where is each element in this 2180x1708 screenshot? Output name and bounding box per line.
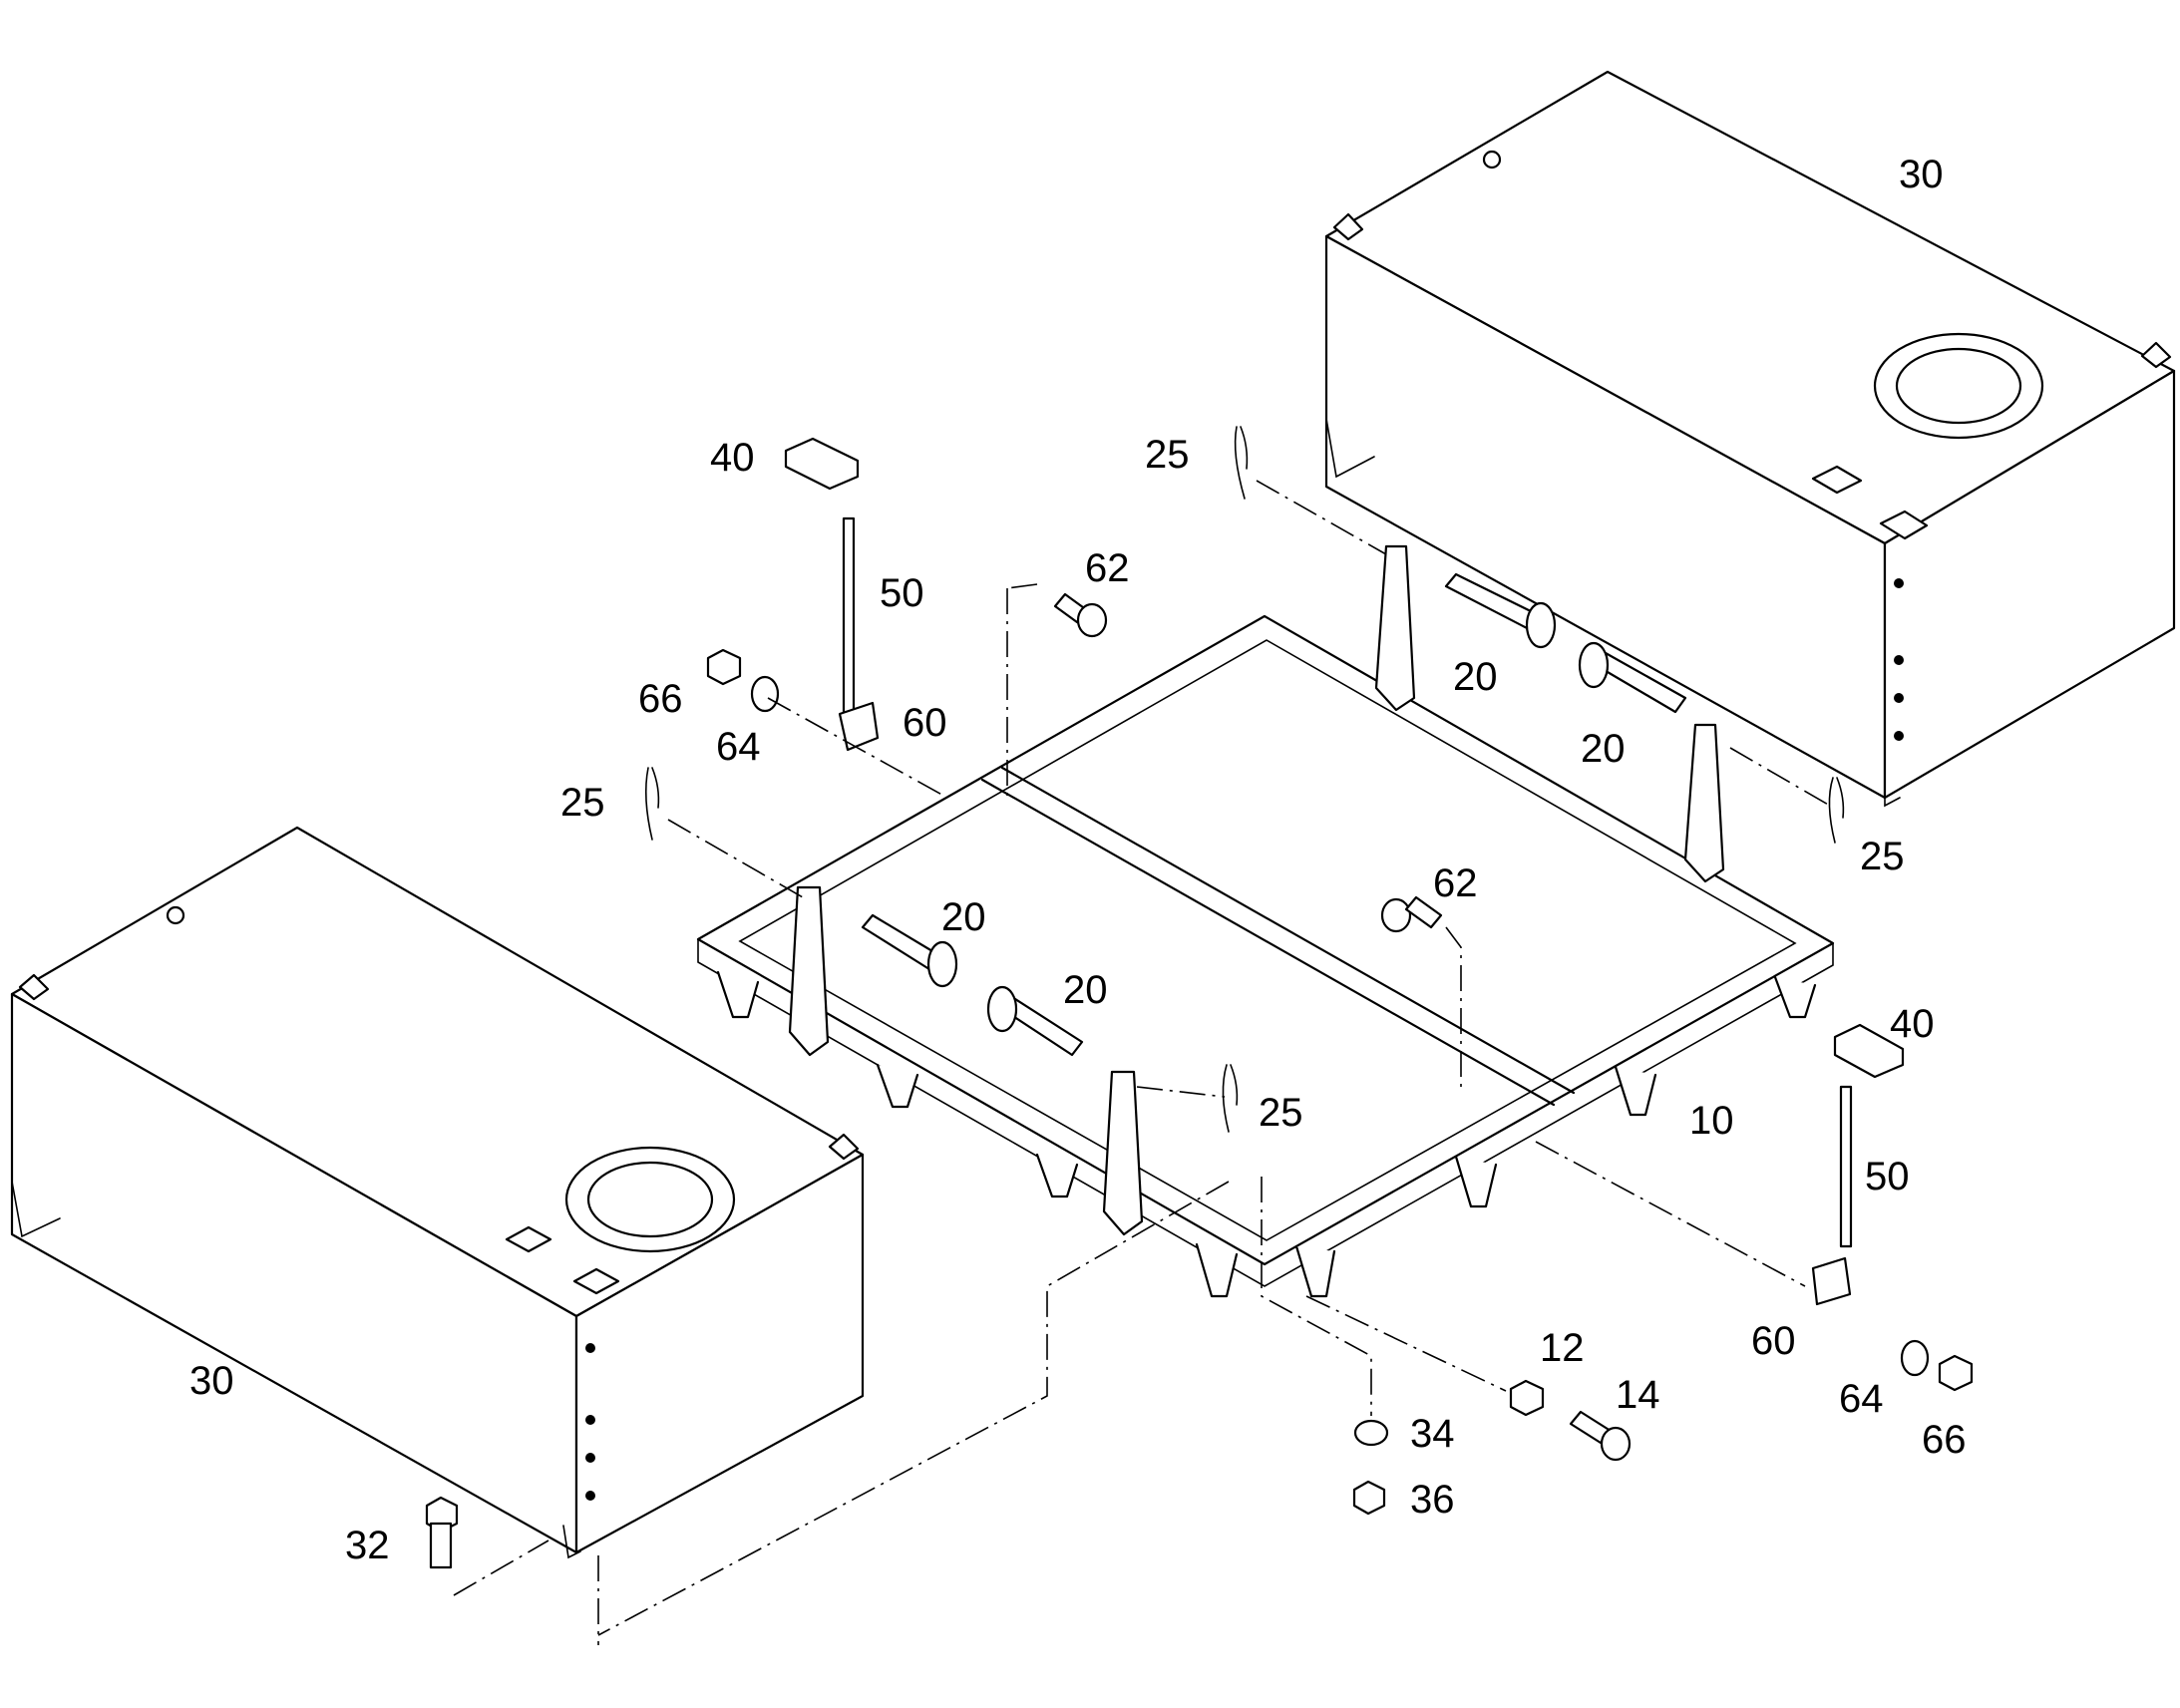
callout-clamp-l: 60: [903, 701, 947, 745]
washer-34: [1353, 1419, 1389, 1447]
callout-cotter-l-r: 25: [1259, 1091, 1303, 1135]
tank-left: [10, 826, 865, 1559]
pin-tr-b: [1578, 641, 1687, 714]
clamp-left: [838, 701, 880, 752]
rod-left: [842, 516, 856, 715]
callout-frame: 10: [1689, 1099, 1734, 1143]
callout-nut-l: 66: [638, 677, 683, 721]
base-frame: [696, 544, 1835, 1298]
washer-64-left: [750, 675, 780, 713]
pin-l-b: [986, 985, 1084, 1057]
callout-bolt-32: 32: [345, 1524, 390, 1567]
callouts: 30 30 10 20 20 20 20 25 25 25 25 40 40 5…: [189, 153, 1967, 1567]
nut-12: [1509, 1379, 1545, 1417]
washer-64-right: [1900, 1339, 1930, 1377]
callout-nut-12: 12: [1540, 1326, 1585, 1370]
callout-washer-l: 64: [716, 725, 761, 769]
callout-bolt-top: 62: [1085, 546, 1130, 590]
rod-right: [1839, 1085, 1853, 1248]
callout-bracket-r: 40: [1890, 1002, 1935, 1046]
callout-bolt-mid: 62: [1433, 861, 1478, 905]
leader-lines: [453, 480, 1831, 1645]
callout-washer-34: 34: [1410, 1412, 1455, 1456]
callout-cotter-tr-r: 25: [1860, 835, 1905, 878]
callout-tank-right: 30: [1899, 153, 1944, 196]
bracket-left: [784, 437, 860, 491]
callout-cotter-l-l: 25: [560, 781, 605, 825]
callout-pin-tr-b: 20: [1581, 727, 1626, 771]
callout-pin-l-a: 20: [941, 895, 986, 939]
callout-bolt-14: 14: [1616, 1373, 1660, 1417]
callout-pin-l-b: 20: [1063, 968, 1108, 1012]
callout-rod-r: 50: [1865, 1155, 1910, 1198]
callout-clamp-r: 60: [1751, 1319, 1796, 1363]
nut-66-left: [706, 648, 742, 686]
bolt-32: [425, 1496, 459, 1569]
callout-bracket-l: 40: [710, 436, 755, 480]
pin-tr-a: [1444, 572, 1557, 649]
bolt-62-mid: [1380, 895, 1443, 933]
bolt-14: [1569, 1410, 1632, 1462]
callout-rod-l: 50: [880, 571, 924, 615]
callout-nut-36: 36: [1410, 1478, 1455, 1522]
callout-washer-r: 64: [1839, 1377, 1884, 1421]
callout-cotter-tr-l: 25: [1145, 433, 1190, 477]
callout-nut-r: 66: [1922, 1418, 1967, 1462]
callout-pin-tr-a: 20: [1453, 655, 1498, 699]
bolt-62-top: [1053, 592, 1108, 638]
callout-tank-left: 30: [189, 1359, 234, 1403]
tank-right: [1324, 70, 2176, 808]
pin-l-a: [861, 913, 958, 988]
bracket-right: [1833, 1023, 1905, 1079]
cotter-pins: [644, 426, 1845, 1133]
nut-36: [1352, 1480, 1386, 1516]
nut-66-right: [1938, 1354, 1974, 1392]
clamp-right: [1811, 1256, 1852, 1306]
